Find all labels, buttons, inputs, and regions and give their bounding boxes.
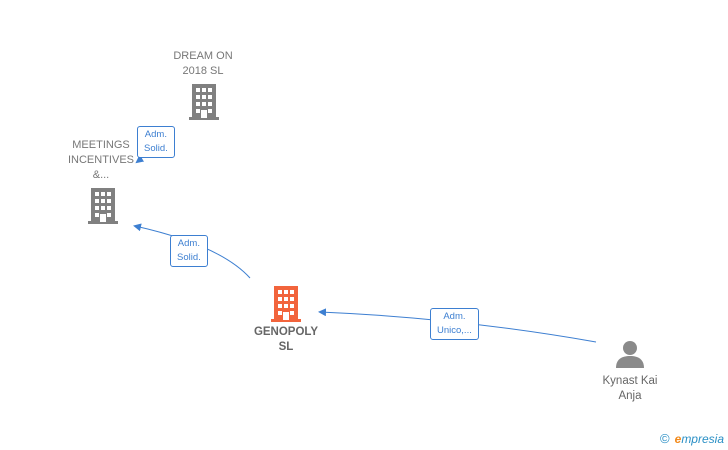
- node-label-dream-on[interactable]: DREAM ON 2018 SL: [160, 49, 246, 79]
- edge-label-genopoly-to-meetings[interactable]: Adm. Solid.: [170, 235, 208, 267]
- node-label-line: GENOPOLY: [253, 326, 319, 338]
- node-label-line: INCENTIVES: [67, 154, 134, 166]
- node-label-meetings[interactable]: MEETINGS INCENTIVES &...: [56, 138, 146, 183]
- edge-label-line: Unico,...: [437, 325, 472, 336]
- node-label-line: Anja: [618, 390, 642, 402]
- edge-label-line: Adm.: [177, 238, 200, 249]
- building-main-icon[interactable]: [271, 286, 301, 322]
- person-icon[interactable]: [615, 340, 645, 368]
- node-label-genopoly[interactable]: GENOPOLY SL: [236, 325, 336, 355]
- edge-label-line: Adm.: [443, 311, 466, 322]
- empresia-logo: © empresia: [660, 431, 724, 446]
- edge-label-line: Solid.: [144, 143, 168, 154]
- node-label-line: MEETINGS: [72, 139, 130, 151]
- building-icon[interactable]: [88, 188, 118, 224]
- building-icon[interactable]: [189, 84, 219, 120]
- edge-label-meetings-to-dream-on[interactable]: Adm. Solid.: [137, 126, 175, 158]
- node-label-line: DREAM ON: [173, 50, 233, 62]
- brand-rest: mpresia: [681, 432, 724, 446]
- edge-label-line: Adm.: [144, 129, 167, 140]
- brand-e: e: [674, 432, 682, 446]
- node-label-line: SL: [278, 341, 294, 353]
- node-label-kynast[interactable]: Kynast Kai Anja: [580, 374, 680, 404]
- node-label-line: &...: [92, 169, 110, 181]
- node-label-line: 2018 SL: [182, 65, 224, 77]
- node-label-line: Kynast Kai: [602, 375, 658, 387]
- edge-label-line: Solid.: [177, 252, 201, 263]
- copyright-symbol: ©: [660, 431, 670, 446]
- edge-label-kynast-to-genopoly[interactable]: Adm. Unico,...: [430, 308, 479, 340]
